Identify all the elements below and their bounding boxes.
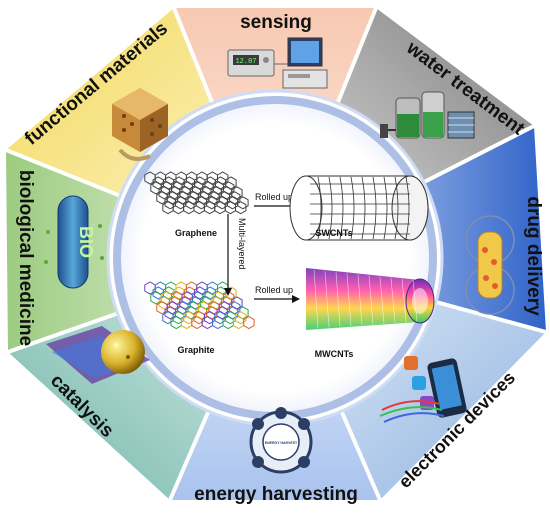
- label-drug-delivery: drug delivery: [523, 196, 544, 316]
- label-sensing: sensing: [240, 12, 312, 33]
- label-rolled-up-bottom: Rolled up: [255, 285, 293, 295]
- electronic-devices-illustration: [379, 356, 467, 423]
- mwcnt-mesh-line: [379, 276, 385, 324]
- label-mwcnts: MWCNTs: [315, 349, 354, 359]
- multilayer-arrow-head: [224, 288, 232, 296]
- mwcnt-mesh-line: [401, 278, 407, 323]
- graphite-layers-illustration: [144, 281, 255, 330]
- energy-harvesting-illustration: ENERGY HARVEST: [249, 407, 313, 474]
- mwcnt-mesh-line: [324, 271, 330, 328]
- drug-delivery-nanocarrier-illustration: [465, 215, 515, 315]
- mwcnt-tube-illustration: [306, 268, 435, 330]
- center-disc: [113, 96, 437, 420]
- energy-badge-text: ENERGY HARVEST: [265, 441, 298, 445]
- catalysis-illustration: [46, 326, 150, 384]
- mwcnt-mesh-line: [313, 269, 319, 329]
- functional-materials-cube-illustration: [112, 88, 168, 161]
- lattice-hexagon: [235, 311, 247, 325]
- sensing-display-readout: 12.07: [235, 58, 256, 66]
- lattice-hexagon: [235, 201, 247, 215]
- rolled-up-bottom-arrow-head: [292, 295, 300, 303]
- bio-capsule-text: BIO: [76, 226, 96, 258]
- swcnt-tube-illustration: [289, 175, 429, 241]
- label-graphene: Graphene: [175, 228, 217, 238]
- label-energy-harvesting: energy harvesting: [194, 484, 358, 505]
- mwcnt-mesh-line: [368, 275, 374, 325]
- mwcnt-mesh-line: [346, 273, 352, 326]
- water-treatment-illustration: [380, 91, 475, 139]
- lattice-hexagon: [237, 196, 249, 210]
- graphene-sheet-illustration: [144, 171, 249, 215]
- label-biological-medicine: biological medicine: [15, 170, 36, 346]
- mwcnt-mesh-line: [412, 279, 418, 322]
- label-swcnts: SWCNTs: [315, 228, 352, 238]
- label-rolled-up-top: Rolled up: [255, 192, 293, 202]
- mwcnt-mesh-line: [335, 272, 341, 327]
- label-graphite: Graphite: [177, 345, 214, 355]
- biological-medicine-capsule-illustration: BIO: [44, 195, 104, 289]
- sensing-instrument-illustration: 12.07: [227, 37, 328, 89]
- lattice-hexagon: [243, 316, 255, 330]
- mwcnt-mesh-line: [390, 277, 396, 324]
- label-multi-layered: Multi-layered: [237, 218, 247, 270]
- mwcnt-mesh-line: [357, 274, 363, 326]
